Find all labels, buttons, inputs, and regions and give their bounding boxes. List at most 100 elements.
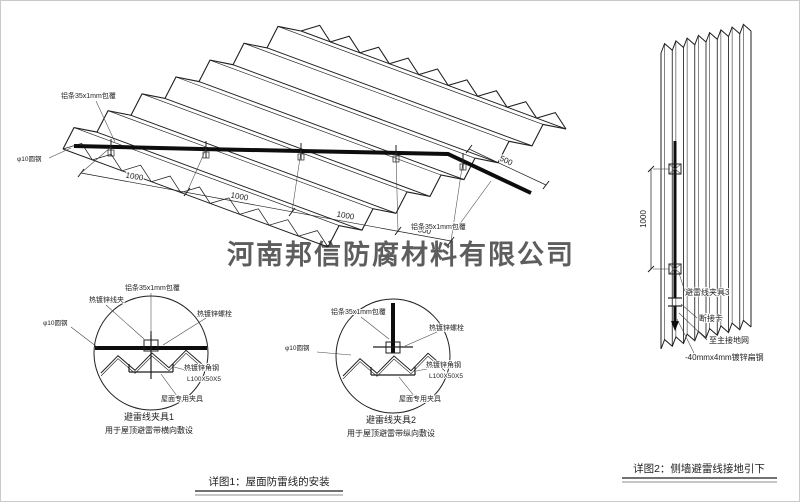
leader-line [360,316,390,340]
roof-section-profile-group [100,349,204,377]
detail-2-title: 避雷线夹具2 [366,414,416,425]
label-alu-strip: 铝条35x1mm包覆 [125,283,180,292]
ground-arrow [671,321,679,331]
caption-detail2: 详图2：侧墙避雷线接地引下 [622,462,777,483]
dim-label-500-overhang: 500 [498,154,514,168]
extension-line [395,152,399,232]
leader-line [398,376,416,398]
label-alu-strip: 铝条35x1mm包覆 [331,307,386,316]
roof-section-profile-group [342,352,446,380]
detail-1-title: 避雷线夹具1 [124,411,174,422]
roof-annotations: 铝条35x1mm包覆 φ10圆钢 铝条35x1mm包覆 [16,90,492,232]
roof-ridge-line [209,59,476,159]
label-round-steel: φ10圆钢 [43,319,68,327]
roof-ridge-line [130,114,397,214]
label-angle-steel: 热镀锌角钢 [426,360,461,369]
detail-circle-2: 铝条35x1mm包覆 热镀锌螺栓 φ10圆钢 热镀锌角钢 L100X50X5 屋… [284,298,465,438]
label-angle-spec: L100X50X5 [429,373,463,380]
leader-line [70,326,98,348]
roof-ridge-line [164,97,431,197]
leader-line [160,373,178,397]
company-watermark: 河南邦信防腐材料有限公司 [227,240,575,270]
roof-ridge-line [141,93,408,193]
extension-line [450,160,464,242]
label-wire-clip: 热镀锌线夹 [89,295,124,304]
clamp-base [107,149,115,157]
leader-line [678,312,708,341]
wire-clamp [107,139,115,157]
label-bolt: 热镀锌螺栓 [429,323,464,332]
roof-ridge-line [107,110,374,210]
label-disconnect-card: 断接卡 [699,313,723,323]
detail-bubble [335,298,451,414]
roof-ridge-line [300,30,567,130]
leader-line [404,331,438,347]
leader-line [415,368,428,372]
leader-line [676,318,696,356]
caption-detail1: 详图1：屋面防雷线的安装 [195,475,343,496]
dim-label-1000: 1000 [336,210,356,222]
label-alu-strip-bottom: 铝条35x1mm包覆 [411,222,466,231]
extension-line [80,146,112,174]
label-flat-steel: -40mmx4mm镀锌扁钢 [685,352,764,362]
roof-section-profile-inner [100,352,204,377]
caption-2-text: 详图2：侧墙避雷线接地引下 [633,462,765,475]
dim-label-1000: 1000 [125,171,145,183]
label-angle-steel: 热镀锌角钢 [184,363,219,372]
dim-label-500: 500 [417,225,432,236]
clamp-base [202,151,210,159]
wall-drawing: 1000 避雷线夹具3 断接卡 至主接地网 -40mmx4mm镀锌扁钢 [638,23,765,363]
label-roof-clamp: 屋面专用夹具 [399,394,441,403]
dimension-line [468,148,547,186]
roof-near-edge [62,142,329,248]
wire-clip-body [143,339,159,352]
clamp-cross [668,263,682,275]
wall-corrugated-panel [660,23,752,350]
caption-1-text: 详图1：屋面防雷线的安装 [208,475,330,488]
leader-line [162,317,207,346]
label-round-steel-red: φ10圆钢 [285,344,310,352]
roof-left-profile-edge [62,25,302,150]
detail-1-subtitle: 用于屋顶避雷带横向敷设 [105,425,193,435]
clamp-base [297,153,305,161]
leader-line [678,272,686,293]
leader-line [105,304,145,340]
label-to-main-ground: 至主接地网 [709,335,749,345]
label-clamp3: 避雷线夹具3 [685,287,730,297]
roof-ridge-line [243,42,510,142]
clamp-cross [668,163,682,175]
extension-line [291,150,302,213]
roof-dimension-chain: 1000 1000 1000 500 500 [77,144,550,246]
roof-ridge-line [175,76,442,176]
tick-mark [647,265,655,273]
leader-line [680,303,698,319]
wall-dim-1000: 1000 [639,210,648,228]
extension-line [186,148,207,193]
detail-2-subtitle: 用于屋顶避雷带纵向敷设 [347,428,435,438]
roof-ridge-line [277,26,544,125]
clamp-base [459,163,467,171]
roof-top-silhouette [300,24,567,130]
dim-label-1000: 1000 [230,191,250,203]
roof-ridge-line [62,148,329,248]
label-round-steel: φ10圆钢 [17,155,42,163]
label-alu-strip-top: 铝条35x1mm包覆 [61,91,116,100]
leader-line [173,366,190,372]
leader-line [48,147,72,159]
roof-section-profile-inner [342,355,446,380]
detail-circle-1: 热镀锌线夹 铝条35x1mm包覆 热镀锌螺栓 φ10圆钢 热镀锌角钢 L100X… [42,282,233,435]
tick-mark [542,180,550,190]
label-angle-spec: L100X50X5 [187,376,221,383]
leader-line [95,100,116,143]
label-bolt: 热镀锌螺栓 [197,309,232,318]
leader-line [316,351,352,356]
roof-section-profile [100,349,204,374]
dimension-line [80,172,452,242]
roof-ridge-line [232,64,499,164]
roof-ridge-line [266,47,533,147]
roof-section-profile [342,352,446,377]
leader-line [458,180,492,226]
tick-mark [465,144,473,154]
roof-corrugated-panel [62,24,567,248]
